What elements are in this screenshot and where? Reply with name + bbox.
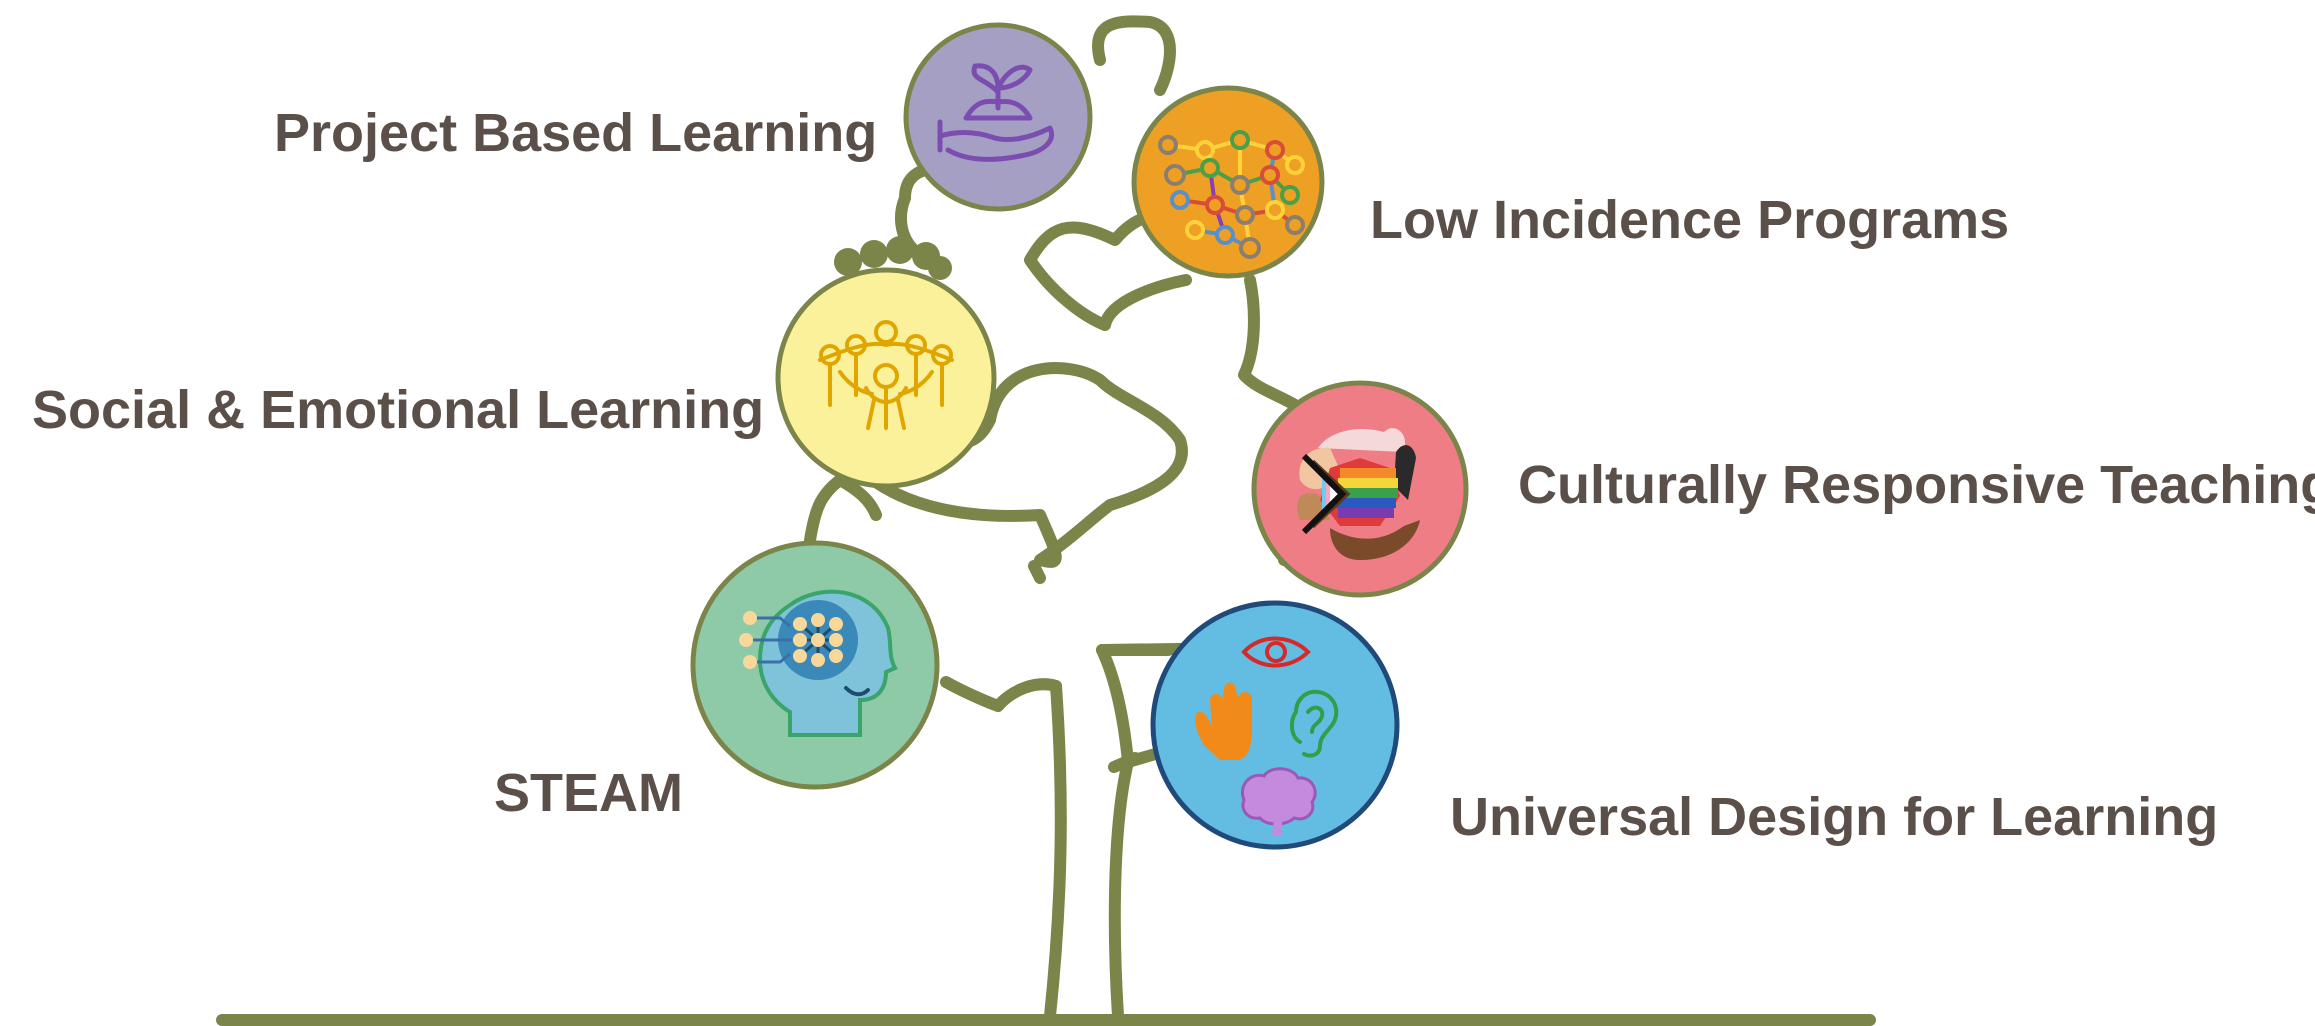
circle-low-incidence-programs — [1131, 85, 1325, 279]
hand-icon — [1195, 682, 1252, 760]
label-steam: STEAM — [494, 763, 683, 823]
senses-eye-hand-ear-brain-icon — [1195, 636, 1339, 836]
label-project-based-learning: Project Based Learning — [274, 103, 878, 163]
tree-trunk — [940, 642, 1256, 1022]
circle-social-emotional-learning — [775, 267, 997, 489]
people-circle-icon — [818, 320, 954, 430]
neural-network-brain-icon — [1158, 130, 1305, 259]
canopy-berries — [834, 236, 952, 280]
plant-in-hand-icon — [937, 63, 1054, 162]
diverse-hands-progress-flag-icon — [1296, 428, 1420, 560]
label-culturally-responsive-teaching: Culturally Responsive Teaching — [1518, 455, 2315, 515]
label-social-emotional-learning: Social & Emotional Learning — [32, 380, 765, 440]
ear-icon — [1289, 689, 1339, 758]
label-low-incidence-programs: Low Incidence Programs — [1370, 190, 2010, 250]
label-universal-design-for-learning: Universal Design for Learning — [1450, 787, 2219, 847]
circle-universal-design-for-learning — [1150, 600, 1400, 850]
brain-icon — [1241, 767, 1317, 836]
eye-icon — [1241, 636, 1311, 668]
ai-head-circuit-icon — [739, 589, 898, 737]
